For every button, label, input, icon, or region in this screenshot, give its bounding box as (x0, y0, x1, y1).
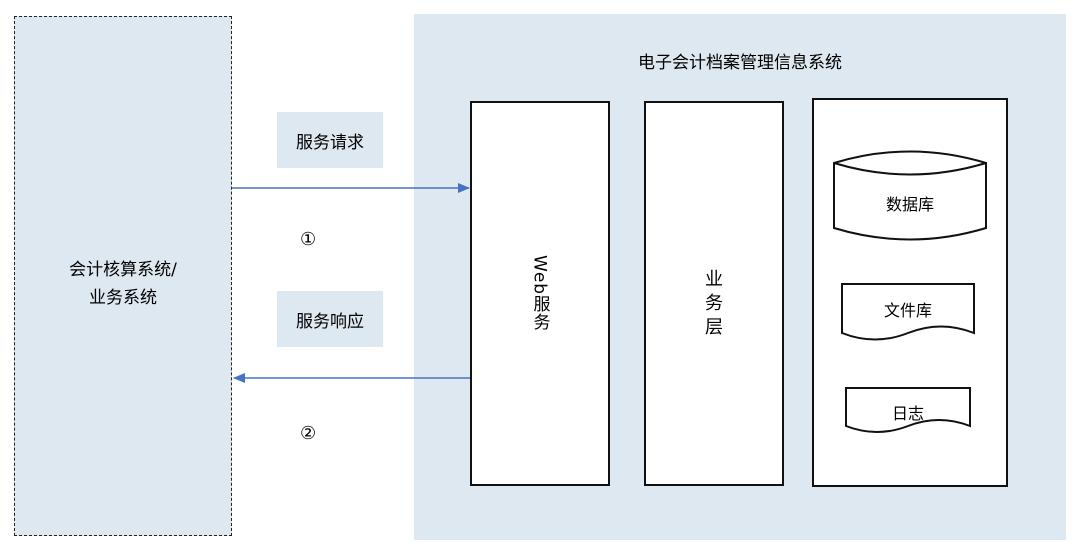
archive-system-title: 电子会计档案管理信息系统 (638, 53, 842, 73)
database-icon (833, 150, 987, 241)
accounting-system-panel (14, 16, 232, 536)
response-step-number: ② (300, 423, 317, 444)
file-store-label: 文件库 (883, 301, 932, 320)
accounting-system-label-line1: 会计核算系统/ (69, 260, 177, 280)
database-label: 数据库 (885, 195, 934, 214)
request-step-number: ① (300, 229, 317, 250)
web-service-label: Web服务 (529, 255, 550, 332)
log-icon (845, 387, 971, 433)
file-store-icon (841, 283, 975, 341)
web-service-label-wrap: Web服务 (470, 101, 610, 486)
business-layer-char-1: 业 (705, 269, 723, 290)
business-layer-char-3: 层 (705, 317, 723, 338)
accounting-system-label: 会计核算系统/ 业务系统 (14, 256, 232, 312)
service-response-label: 服务响应 (277, 291, 383, 347)
log-label: 日志 (891, 404, 924, 423)
web-service-box (470, 101, 610, 486)
service-request-label: 服务请求 (277, 112, 383, 168)
business-layer-label: 业 务 层 (644, 268, 784, 340)
accounting-system-label-line2: 业务系统 (89, 288, 157, 308)
business-layer-char-2: 务 (705, 293, 723, 314)
business-layer-box (644, 101, 784, 486)
